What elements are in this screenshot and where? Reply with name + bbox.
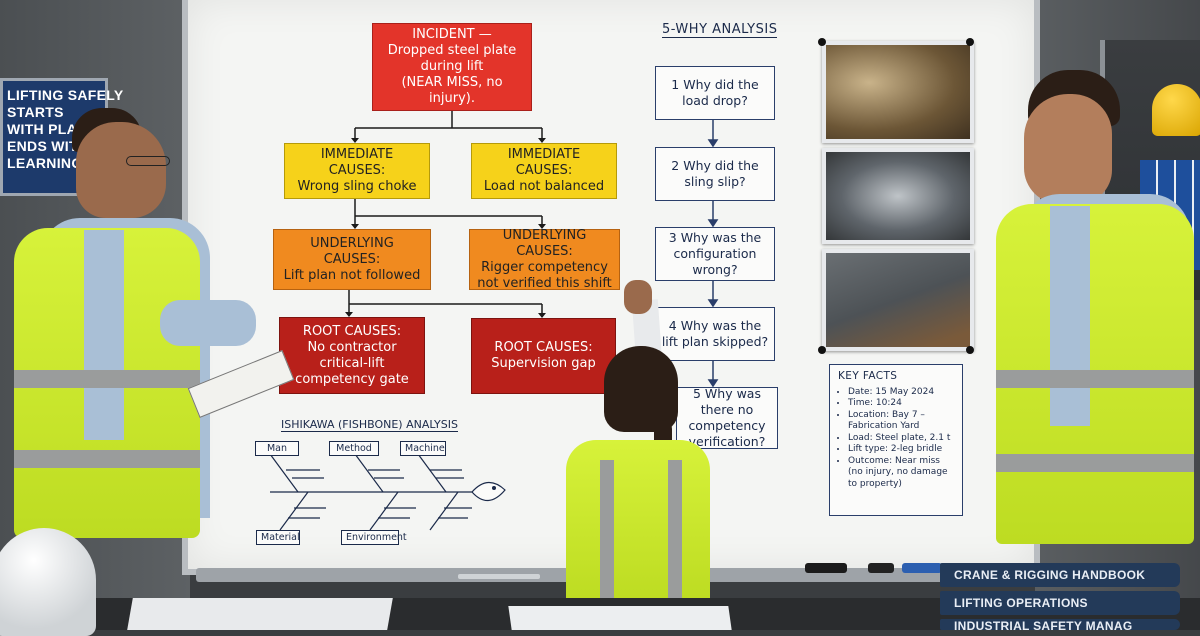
why-text: competency	[688, 418, 766, 433]
cause-heading: ROOT CAUSES:	[494, 340, 593, 355]
white-hard-hat	[0, 528, 96, 636]
why-text: 3 Why was the	[668, 230, 762, 245]
root-cause-box-left: ROOT CAUSES: No contractor critical-lift…	[279, 317, 425, 394]
steel-plate-photo	[822, 249, 974, 351]
marker-blue[interactable]	[902, 563, 942, 573]
cause-heading: UNDERLYING CAUSES:	[502, 227, 587, 259]
cause-heading: IMMEDIATE CAUSES:	[507, 147, 581, 178]
incident-box: INCIDENT — Dropped steel plate during li…	[372, 23, 532, 111]
cause-text: Rigger competency	[481, 259, 608, 275]
magnet-icon	[966, 38, 974, 46]
cause-heading: ROOT CAUSES:	[302, 323, 402, 339]
underlying-cause-box-left: UNDERLYING CAUSES: Lift plan not followe…	[273, 229, 431, 290]
why-step-5: 5 Why was there no competency verificati…	[676, 386, 778, 449]
why-step-4: 4 Why was the lift plan skipped?	[655, 307, 775, 361]
poster-line: ENDS WIT	[7, 138, 78, 154]
why-text: verification?	[688, 434, 766, 449]
fishbone-category-machine: Machine	[400, 441, 446, 456]
cause-text: Wrong sling choke	[297, 179, 417, 194]
book-crane-rigging: CRANE & RIGGING HANDBOOK	[940, 563, 1180, 587]
book-industrial-safety: INDUSTRIAL SAFETY MANAG	[940, 619, 1180, 630]
cause-text: Lift plan not followed	[283, 267, 421, 283]
cause-text: Load not balanced	[483, 179, 605, 194]
cause-heading: UNDERLYING CAUSES:	[310, 235, 394, 267]
person-right-engineer	[990, 70, 1200, 610]
yellow-hard-hat	[1152, 84, 1200, 136]
immediate-cause-box-left: IMMEDIATE CAUSES: Wrong sling choke	[284, 143, 430, 199]
magnet-icon	[818, 38, 826, 46]
poster-line: STARTS	[7, 104, 64, 120]
why-step-3: 3 Why was the configuration wrong?	[655, 227, 775, 281]
magnet-icon	[966, 346, 974, 354]
shackle-chain-photo	[822, 148, 974, 244]
cause-text: critical-lift	[319, 355, 385, 371]
why-text: sling slip?	[684, 174, 746, 189]
five-why-title: 5-WHY ANALYSIS	[662, 22, 778, 38]
immediate-cause-box-right: IMMEDIATE CAUSES: Load not balanced	[471, 143, 617, 199]
cause-text: Supervision gap	[491, 356, 596, 371]
fact-item: Outcome: Near miss (no injury, no damage…	[848, 456, 954, 491]
why-text: 4 Why was the	[668, 318, 762, 333]
why-text: 1 Why did the	[671, 77, 759, 92]
cause-text: competency gate	[295, 371, 409, 387]
poster-line: LIFTING SAFELY	[7, 87, 124, 103]
damaged-sling-photo	[822, 41, 974, 143]
fact-item: Lift type: 2-leg bridle	[848, 444, 954, 456]
key-facts-title: KEY FACTS	[838, 370, 898, 382]
why-text: load drop?	[682, 93, 748, 108]
paper-stack	[127, 598, 393, 630]
fact-item: Load: Steel plate, 2.1 t	[848, 433, 954, 445]
why-text: 5 Why was there no	[693, 386, 761, 417]
why-text: 2 Why did the	[671, 158, 759, 173]
poster-line: WITH PLA	[7, 121, 78, 137]
fishbone-diagram	[269, 453, 506, 531]
underlying-cause-box-right: UNDERLYING CAUSES: Rigger competency not…	[469, 227, 620, 291]
incident-line: (NEAR MISS, no injury).	[401, 75, 503, 106]
cause-text: No contractor	[307, 339, 397, 355]
why-step-1: 1 Why did the load drop?	[655, 66, 775, 120]
book-lifting-operations: LIFTING OPERATIONS	[940, 591, 1180, 615]
incident-line: INCIDENT —	[412, 27, 492, 42]
paper-stack	[508, 606, 732, 630]
root-cause-box-right: ROOT CAUSES: Supervision gap	[471, 318, 616, 394]
magnet-icon	[818, 346, 826, 354]
marker-grey[interactable]	[458, 574, 540, 579]
marker-black[interactable]	[868, 563, 894, 573]
key-facts-card: KEY FACTS Date: 15 May 2024 Time: 10:24 …	[829, 364, 963, 516]
fishbone-title: ISHIKAWA (FISHBONE) ANALYSIS	[281, 418, 458, 432]
poster-line: LEARNING.	[7, 155, 87, 171]
person-middle-writing	[560, 280, 720, 600]
incident-line: during lift	[420, 59, 484, 74]
eraser[interactable]	[805, 563, 847, 573]
person-left-supervisor	[10, 100, 295, 600]
fishbone-category-method: Method	[329, 441, 379, 456]
cause-heading: IMMEDIATE CAUSES:	[320, 147, 394, 178]
fishbone-category-environment: Environment	[341, 530, 407, 545]
why-step-2: 2 Why did the sling slip?	[655, 147, 775, 201]
cause-text: not verified this shift	[477, 275, 612, 291]
incident-line: Dropped steel plate	[387, 43, 517, 58]
fact-item: Location: Bay 7 – Fabrication Yard	[848, 410, 954, 433]
fact-item: Date: 15 May 2024	[848, 387, 954, 399]
fact-item: Time: 10:24	[848, 398, 954, 410]
fishbone-category-man: Man	[255, 441, 299, 456]
why-text: lift plan skipped?	[661, 334, 769, 349]
fishbone-category-material: Material	[256, 530, 300, 545]
why-text: configuration wrong?	[673, 246, 757, 277]
